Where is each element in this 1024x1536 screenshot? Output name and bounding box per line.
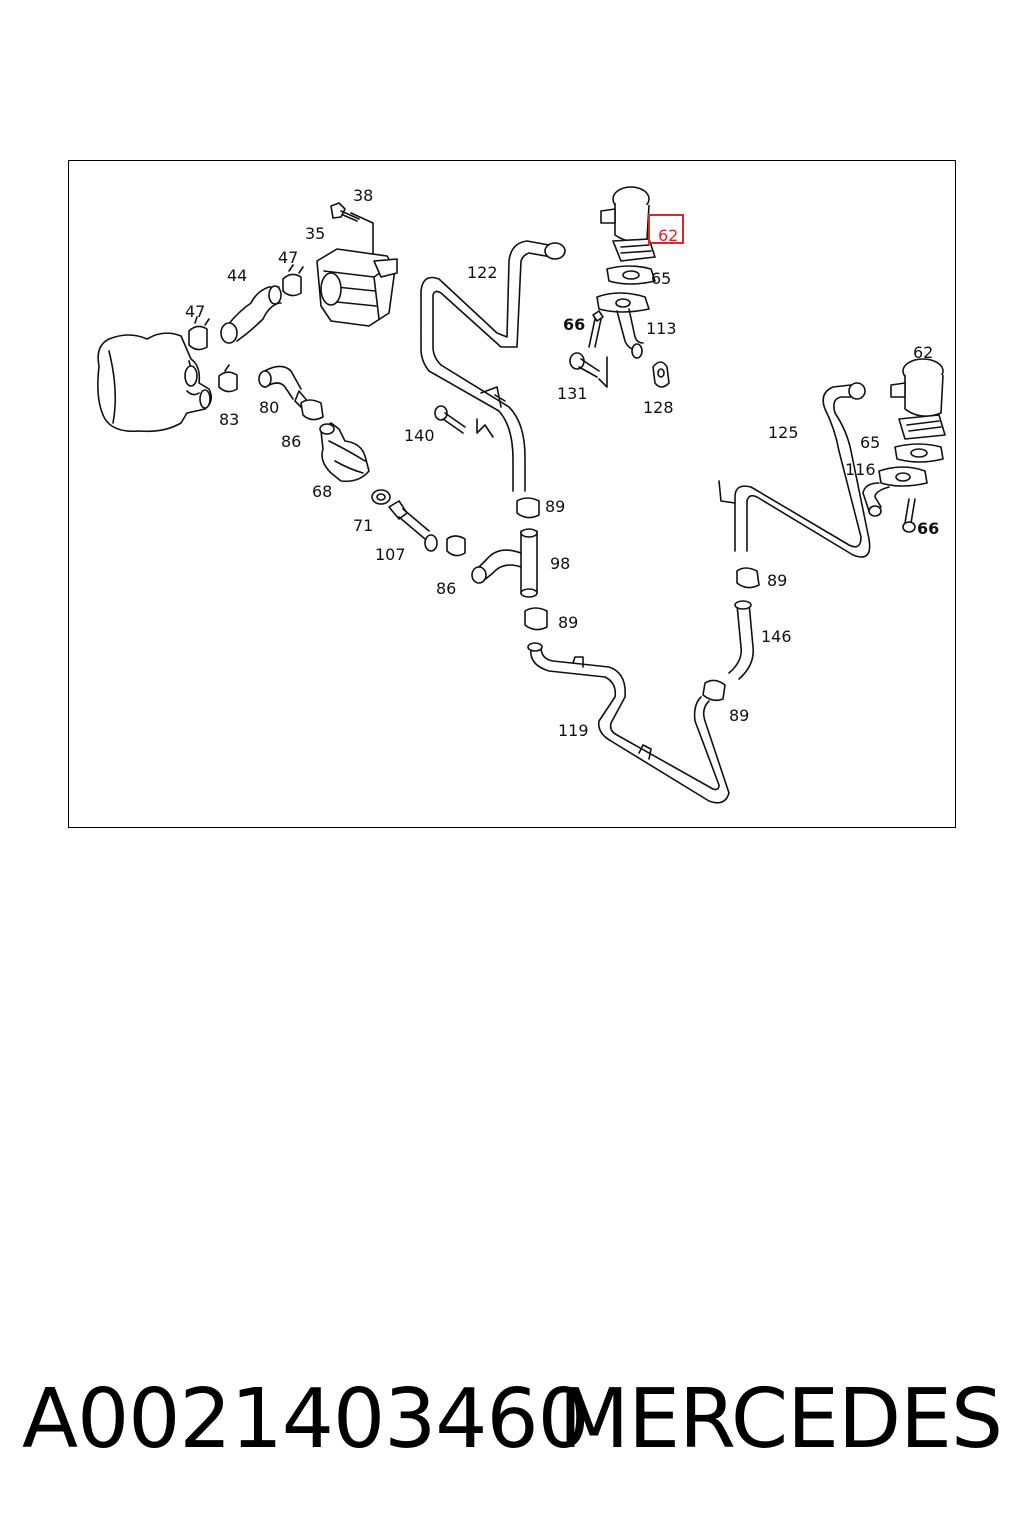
- callout-116[interactable]: 116: [845, 460, 876, 479]
- clamp-86-lower[interactable]: [446, 535, 466, 557]
- leader-131: [598, 356, 608, 388]
- pipe-116[interactable]: [862, 466, 928, 517]
- pipe-125[interactable]: [718, 382, 871, 558]
- callout-146[interactable]: 146: [761, 627, 792, 646]
- clamp-89-middle[interactable]: [524, 607, 548, 631]
- footer: A0021403460 MERCEDES: [0, 1370, 1024, 1470]
- air-valve-62-top[interactable]: [600, 186, 656, 262]
- callout-65-right[interactable]: 65: [860, 433, 880, 452]
- callout-89-upper[interactable]: 89: [545, 497, 565, 516]
- callout-38[interactable]: 38: [353, 186, 373, 205]
- callout-71[interactable]: 71: [353, 516, 373, 535]
- callout-140[interactable]: 140: [404, 426, 435, 445]
- callout-86-upper[interactable]: 86: [281, 432, 301, 451]
- pipe-113[interactable]: [596, 292, 650, 359]
- engine-block: [97, 332, 213, 433]
- air-pump-valve-35[interactable]: [316, 248, 398, 327]
- callout-98[interactable]: 98: [550, 554, 570, 573]
- check-valve-68[interactable]: [319, 422, 370, 483]
- callout-35[interactable]: 35: [305, 224, 325, 243]
- parts-diagram-frame: 38 35 47 44 47 83 80 86 68 71 107 86 122…: [68, 160, 956, 828]
- air-valve-62-right[interactable]: [890, 358, 946, 440]
- clamp-89-right[interactable]: [736, 567, 760, 589]
- callout-89-lower-right[interactable]: 89: [729, 706, 749, 725]
- callout-119[interactable]: 119: [558, 721, 589, 740]
- clamp-86-upper[interactable]: [300, 399, 324, 421]
- callout-89-middle[interactable]: 89: [558, 613, 578, 632]
- callout-86-lower[interactable]: 86: [436, 579, 456, 598]
- callout-68[interactable]: 68: [312, 482, 332, 501]
- callout-131[interactable]: 131: [557, 384, 588, 403]
- callout-83[interactable]: 83: [219, 410, 239, 429]
- clamp-83[interactable]: [218, 364, 238, 393]
- callout-125[interactable]: 125: [768, 423, 799, 442]
- callout-66-top[interactable]: 66: [563, 315, 585, 334]
- callout-44[interactable]: 44: [227, 266, 247, 285]
- callout-65-top[interactable]: 65: [651, 269, 671, 288]
- pipe-107[interactable]: [388, 500, 438, 552]
- t-piece-98[interactable]: [471, 528, 538, 598]
- brand-name: MERCEDES: [558, 1372, 1003, 1467]
- part-number: A0021403460: [22, 1372, 590, 1467]
- screw-131[interactable]: [569, 352, 600, 378]
- bolt-66-top[interactable]: [588, 310, 604, 348]
- hose-80[interactable]: [258, 365, 310, 412]
- pipe-122[interactable]: [420, 240, 566, 492]
- clamp-47-upper[interactable]: [282, 264, 304, 297]
- clamp-47-lower[interactable]: [188, 316, 210, 351]
- callout-128[interactable]: 128: [643, 398, 674, 417]
- callout-89-right[interactable]: 89: [767, 571, 787, 590]
- callout-80[interactable]: 80: [259, 398, 279, 417]
- gasket-65-top[interactable]: [606, 265, 656, 285]
- hose-44[interactable]: [220, 285, 282, 344]
- pipe-119[interactable]: [527, 642, 730, 804]
- bolt-66-right[interactable]: [902, 498, 916, 533]
- clamp-89-upper[interactable]: [516, 497, 540, 519]
- leader-38: [350, 212, 374, 258]
- clamp-89-lower-right[interactable]: [702, 679, 726, 702]
- callout-107[interactable]: 107: [375, 545, 406, 564]
- parts-diagram: 38 35 47 44 47 83 80 86 68 71 107 86 122…: [97, 186, 946, 804]
- callout-47-lower[interactable]: 47: [185, 302, 205, 321]
- hose-146[interactable]: [728, 600, 755, 680]
- gasket-65-right[interactable]: [894, 443, 944, 463]
- callout-47-upper[interactable]: 47: [278, 248, 298, 267]
- gasket-128[interactable]: [652, 361, 670, 388]
- bolt-38[interactable]: [330, 202, 360, 222]
- leader-140: [476, 418, 494, 438]
- callout-113[interactable]: 113: [646, 319, 677, 338]
- callout-66-right[interactable]: 66: [917, 519, 939, 538]
- callout-62-highlighted[interactable]: 62: [658, 226, 678, 245]
- callout-122[interactable]: 122: [467, 263, 498, 282]
- highlight-box-62: [648, 214, 684, 244]
- callout-62-right[interactable]: 62: [913, 343, 933, 362]
- seal-ring-71[interactable]: [371, 489, 391, 505]
- screw-140[interactable]: [434, 405, 466, 434]
